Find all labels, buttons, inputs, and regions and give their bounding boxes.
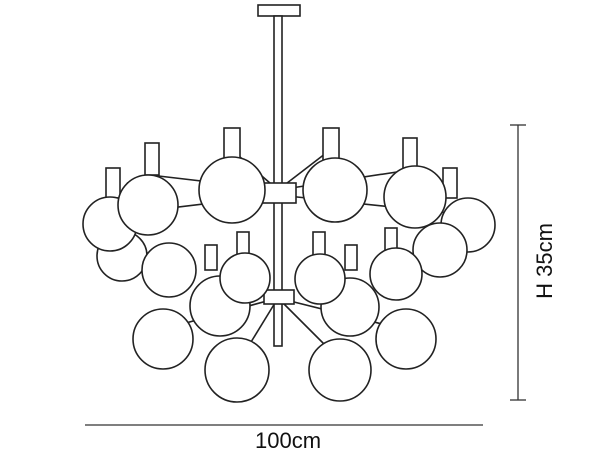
candle-stems	[105, 127, 458, 271]
height-label: H 35cm	[532, 223, 557, 299]
height-dimension-line	[510, 124, 526, 401]
width-label: 100cm	[255, 428, 322, 453]
globes	[82, 156, 496, 403]
canopy-and-rod	[257, 4, 301, 347]
